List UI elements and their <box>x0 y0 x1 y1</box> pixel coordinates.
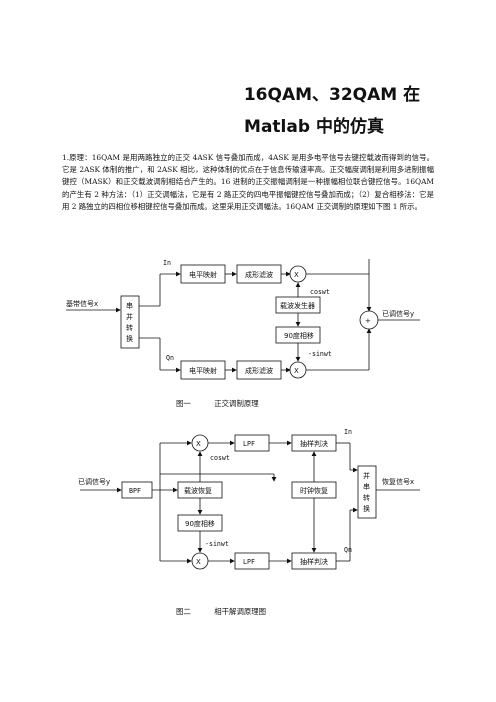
ps-char-4: 换 <box>363 504 370 513</box>
figure-2-demodulation-diagram <box>80 434 420 570</box>
qn-label: Qn <box>166 354 174 362</box>
sp-char-1: 串 <box>126 302 133 310</box>
figure-1-caption: 图一 正交调制原理 <box>176 399 259 408</box>
title-line-1: 16QAM、32QAM 在 <box>243 85 421 105</box>
mult-bottom-symbol: X <box>294 367 299 375</box>
fig2-qn-label: Qn <box>344 546 352 554</box>
paragraph-text: 1.原理：16QAM 是用两路独立的正交 4ASK 信号叠加而成，4ASK 是用… <box>62 153 434 211</box>
fig2-cos-label: coswt <box>210 454 230 462</box>
ps-char-2: 串 <box>363 483 370 491</box>
figure-2-caption: 图二 相干解调原理图 <box>176 607 267 616</box>
adder-symbol: + <box>365 317 371 325</box>
input-label: 基带信号x <box>66 299 98 308</box>
output-label: 已调信号y <box>382 309 414 318</box>
level-map-bottom-label: 电平映射 <box>189 366 217 375</box>
phase-shift-label: 90度相移 <box>284 331 314 340</box>
shape-filter-top-label: 成形滤波 <box>245 270 273 279</box>
mult-top-symbol: X <box>294 271 299 279</box>
sin-label: -sinwt <box>308 350 332 358</box>
ps-char-3: 转 <box>363 493 370 502</box>
sp-converter-box <box>120 295 140 349</box>
phase-shift-2-label: 90度相移 <box>185 519 215 528</box>
ps-converter-box <box>357 465 377 519</box>
sample-top-label: 抽样判决 <box>300 439 328 448</box>
shape-filter-bottom-label: 成形滤波 <box>245 366 273 375</box>
mult-2-bottom-symbol: X <box>196 558 201 566</box>
carrier-gen-label: 载波发生器 <box>280 301 315 310</box>
bpf-label: BPF <box>129 487 141 495</box>
sample-bottom-label: 抽样判决 <box>300 557 328 566</box>
fig2-sin-label: -sinwt <box>205 540 229 548</box>
sp-char-4: 换 <box>126 334 133 343</box>
mult-2-top-symbol: X <box>196 440 201 448</box>
sp-char-3: 转 <box>126 323 133 332</box>
cos-label: coswt <box>310 288 330 296</box>
fig2-input-label: 已调信号y <box>78 477 110 486</box>
fig2-output-label: 恢复信号x <box>382 477 414 486</box>
fig2-in-label: In <box>344 428 352 436</box>
title-line-2: Matlab 中的仿真 <box>244 117 384 137</box>
principle-paragraph: 1.原理：16QAM 是用两路独立的正交 4ASK 信号叠加而成，4ASK 是用… <box>62 152 434 213</box>
level-map-top-label: 电平映射 <box>189 270 217 279</box>
clock-recovery-label: 时钟恢复 <box>300 486 328 495</box>
carrier-recovery-label: 载波恢复 <box>184 486 212 495</box>
sp-char-2: 并 <box>126 312 133 321</box>
ps-char-1: 并 <box>363 471 370 480</box>
in-label: In <box>163 259 171 267</box>
lpf-top-label: LPF <box>243 440 255 448</box>
lpf-bottom-label: LPF <box>243 558 255 566</box>
